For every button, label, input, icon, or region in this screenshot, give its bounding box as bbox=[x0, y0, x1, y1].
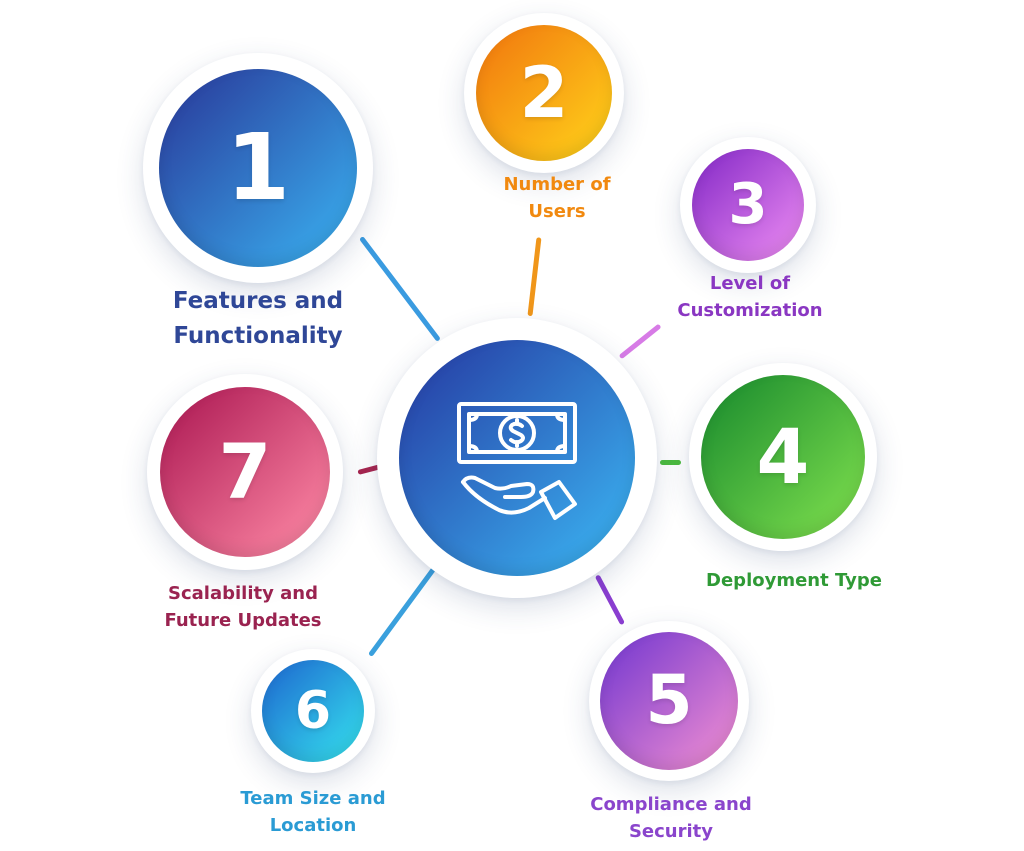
node-number-2: 2 bbox=[519, 52, 569, 134]
node-2: 2 bbox=[476, 25, 612, 161]
node-label-line: Future Updates bbox=[164, 610, 322, 631]
node-label-line: Scalability and bbox=[168, 583, 318, 604]
node-7: 7 bbox=[160, 387, 330, 557]
node-number-7: 7 bbox=[218, 427, 272, 516]
connector-4 bbox=[660, 459, 681, 465]
node-label-line: Functionality bbox=[173, 322, 343, 349]
node-number-3: 3 bbox=[728, 172, 768, 237]
node-label-line: Customization bbox=[677, 300, 823, 321]
node-label-line: Users bbox=[528, 201, 586, 222]
node-label-3: Level of Customization bbox=[600, 270, 900, 324]
node-label-line: Level of bbox=[709, 273, 791, 294]
node-4: 4 bbox=[701, 375, 865, 539]
node-label-line: Location bbox=[269, 815, 357, 836]
node-label-line: Security bbox=[628, 821, 714, 842]
node-label-2: Number of Users bbox=[407, 171, 707, 225]
node-label-line: Number of bbox=[503, 174, 611, 195]
node-label-line: Compliance and bbox=[590, 794, 752, 815]
node-number-5: 5 bbox=[645, 661, 693, 740]
node-number-1: 1 bbox=[225, 114, 290, 221]
node-6: 6 bbox=[262, 660, 364, 762]
node-3: 3 bbox=[692, 149, 804, 261]
node-1: 1 bbox=[159, 69, 357, 267]
money-in-hand-icon bbox=[457, 402, 577, 520]
node-label-line: Team Size and bbox=[240, 788, 386, 809]
node-label-line: Features and bbox=[172, 288, 344, 314]
node-label-line: Deployment Type bbox=[706, 570, 882, 591]
connector-3 bbox=[618, 323, 662, 359]
connector-5 bbox=[594, 573, 626, 626]
node-number-4: 4 bbox=[756, 412, 810, 501]
center-node bbox=[399, 340, 635, 576]
connector-2 bbox=[527, 236, 542, 316]
node-number-6: 6 bbox=[294, 681, 332, 741]
node-label-4: Deployment Type bbox=[644, 567, 944, 594]
node-5: 5 bbox=[600, 632, 738, 770]
